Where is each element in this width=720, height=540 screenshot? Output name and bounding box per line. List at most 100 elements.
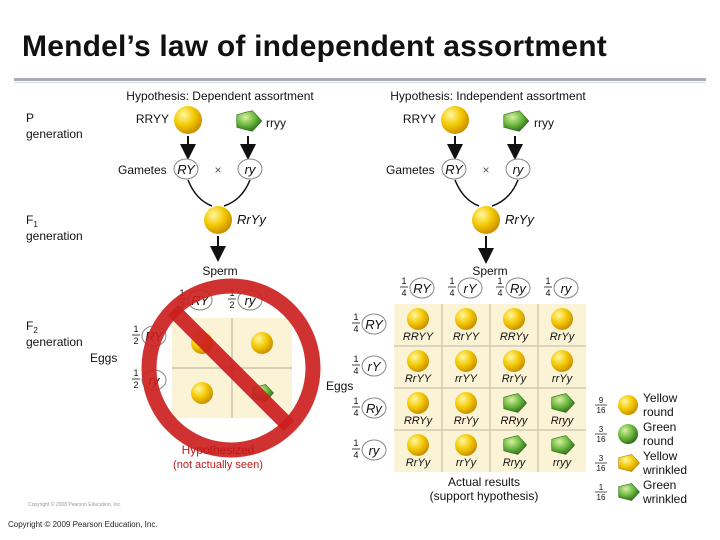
title-rule-light <box>14 82 706 83</box>
dependent-sperm-ry-2-denominator: 2 <box>229 300 234 310</box>
f2-generation-label-2: generation <box>26 335 83 349</box>
independent-cell-genotype-4-2: rrYy <box>456 457 478 469</box>
independent-cell-genotype-4-4: rryy <box>553 457 573 469</box>
legend-label-line2: wrinkled <box>642 492 687 506</box>
legend-fraction-denominator: 16 <box>597 406 606 415</box>
independent-cell-genotype-4-3: Rryy <box>503 457 527 469</box>
independent-sperm-3-numerator: 1 <box>497 276 502 286</box>
independent-cell-seed-3-4 <box>551 393 575 413</box>
independent-egg-3-allele: Ry <box>366 401 383 416</box>
independent-sperm-4-denominator: 4 <box>545 288 550 298</box>
dependent-gametes-label: Gametes <box>118 163 167 177</box>
independent-cell-genotype-2-1: RrYY <box>405 373 432 385</box>
independent-egg-1-denominator: 4 <box>353 324 358 334</box>
f1-generation-label-2: generation <box>26 229 83 243</box>
independent-cell-seed-2-2 <box>455 350 477 372</box>
independent-cell-genotype-2-4: rrYy <box>552 373 574 385</box>
independent-sperm-3-oval <box>505 277 531 299</box>
independent-line-to-f1-left <box>454 179 480 207</box>
legend-seed-yellow-wrinkled <box>618 454 640 472</box>
legend-fraction-denominator: 16 <box>597 493 606 502</box>
legend-fraction-denominator: 16 <box>597 435 606 444</box>
independent-egg-4-numerator: 1 <box>353 438 358 448</box>
legend-seed-green-wrinkled <box>618 483 640 501</box>
independent-parent2-green-wrinkled-seed <box>503 110 530 132</box>
dependent-f1-genotype: RrYy <box>237 212 267 227</box>
title-rule <box>14 78 706 81</box>
independent-sperm-4-numerator: 1 <box>545 276 550 286</box>
independent-cell-seed-1-1 <box>407 308 429 330</box>
dependent-caption-line2: (not actually seen) <box>173 459 263 471</box>
legend-fraction-denominator: 16 <box>597 464 606 473</box>
legend-fraction-numerator: 1 <box>599 483 604 492</box>
dependent-cell-yellow-round-seed-3 <box>191 382 213 404</box>
dependent-gamete1-oval <box>173 158 199 180</box>
dependent-parent1-yellow-round-seed <box>174 106 202 134</box>
independent-sperm-1-denominator: 4 <box>401 288 406 298</box>
independent-cell-seed-3-3 <box>503 393 527 413</box>
dependent-gamete2-oval <box>237 158 263 180</box>
prohibition-circle <box>141 278 321 458</box>
independent-gamete1-oval <box>441 158 467 180</box>
page-title: Mendel’s law of independent assortment <box>22 30 607 63</box>
legend-label-line2: wrinkled <box>642 463 687 477</box>
independent-sperm-1-oval <box>409 277 435 299</box>
independent-sperm-3-allele: Ry <box>510 281 527 296</box>
legend-label-line1: Green <box>643 478 676 492</box>
independent-cell-genotype-1-3: RRYy <box>500 331 530 343</box>
legend-label-line2: round <box>643 405 674 419</box>
independent-egg-3-numerator: 1 <box>353 396 358 406</box>
p-generation-label-2: generation <box>26 127 83 141</box>
independent-f1-genotype: RrYy <box>505 212 535 227</box>
dependent-gamete1: RY <box>177 162 196 177</box>
dependent-sperm-ry-numerator: 1 <box>179 288 184 298</box>
independent-cell-genotype-3-3: RRyy <box>501 415 529 427</box>
legend-label-line1: Green <box>643 420 676 434</box>
independent-egg-2-oval <box>361 355 387 377</box>
independent-heading: Hypothesis: Independent assortment <box>390 89 586 103</box>
dependent-egg-ry-2-denominator: 2 <box>133 380 138 390</box>
independent-sperm-2-oval <box>457 277 483 299</box>
legend-fraction-numerator: 9 <box>599 396 604 405</box>
independent-sperm-1-allele: RY <box>413 281 432 296</box>
legend-seed-yellow-round <box>618 395 638 415</box>
legend-label-line1: Yellow <box>643 449 678 463</box>
legend-label-line1: Yellow <box>643 391 678 405</box>
independent-cell-seed-1-4 <box>551 308 573 330</box>
independent-egg-3-denominator: 4 <box>353 408 358 418</box>
independent-cell-seed-2-1 <box>407 350 429 372</box>
independent-cross-symbol: × <box>482 163 489 177</box>
independent-gamete1: RY <box>445 162 464 177</box>
independent-egg-4-oval <box>361 439 387 461</box>
independent-egg-2-denominator: 4 <box>353 366 358 376</box>
independent-cell-seed-4-4 <box>551 435 575 455</box>
independent-line-to-f1-right <box>491 179 519 207</box>
dependent-eggs-label: Eggs <box>90 351 117 365</box>
dependent-line-to-f1-right <box>223 179 251 207</box>
independent-egg-3-oval <box>361 397 387 419</box>
dependent-cross-symbol: × <box>214 163 221 177</box>
independent-sperm-4-allele: ry <box>561 281 573 296</box>
independent-cell-seed-1-2 <box>455 308 477 330</box>
dependent-egg-ry-denominator: 2 <box>133 336 138 346</box>
independent-cell-seed-1-3 <box>503 308 525 330</box>
independent-f1-yellow-round-seed <box>472 206 500 234</box>
legend-label-line2: round <box>643 434 674 448</box>
independent-sperm-3-denominator: 4 <box>497 288 502 298</box>
copyright-note-small: Copyright © 2008 Pearson Education, Inc. <box>28 502 122 508</box>
independent-sperm-2-allele: rY <box>464 281 478 296</box>
f1-generation-label: F1 <box>26 213 38 229</box>
results-line1: Actual results <box>448 475 520 489</box>
independent-egg-4-denominator: 4 <box>353 450 358 460</box>
independent-parent2-genotype: rryy <box>534 116 554 130</box>
dependent-sperm-label: Sperm <box>202 264 237 278</box>
independent-sperm-label: Sperm <box>472 264 507 278</box>
independent-egg-1-allele: RY <box>365 317 384 332</box>
phenotype-legend: 916Yellowround316Greenround316Yellowwrin… <box>595 391 687 506</box>
independent-grid-lines <box>394 304 586 472</box>
f2-generation-label: F2 <box>26 319 38 335</box>
